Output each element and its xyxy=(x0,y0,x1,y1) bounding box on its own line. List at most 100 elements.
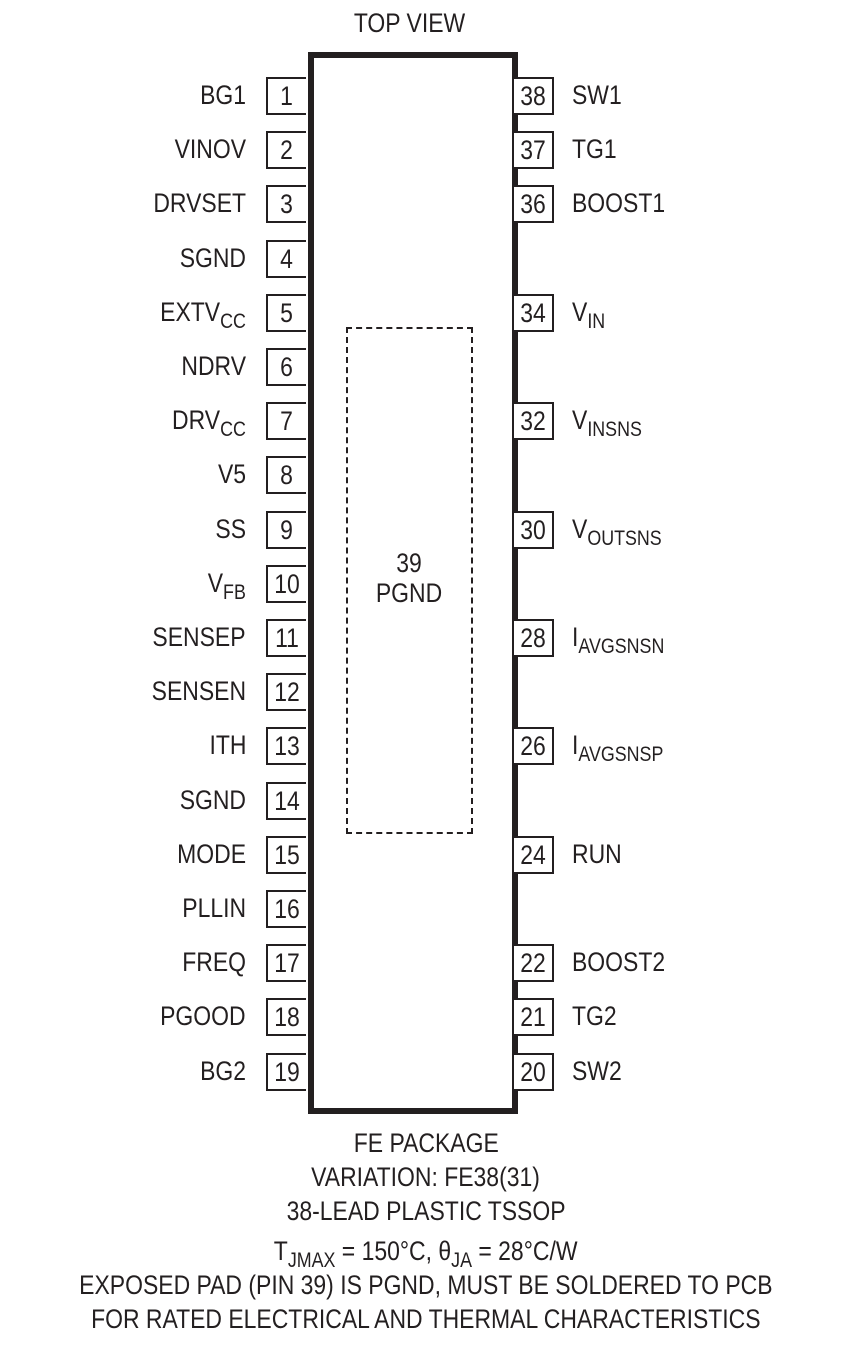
pin-name: VFB xyxy=(207,567,246,604)
package-notes: FE PACKAGE VARIATION: FE38(31) 38-LEAD P… xyxy=(0,1126,852,1336)
pin-number: 4 xyxy=(280,243,294,274)
pin-name: VIN xyxy=(572,296,606,333)
pin-name: BOOST1 xyxy=(572,188,666,219)
package-lead-type: 38-LEAD PLASTIC TSSOP xyxy=(286,1196,566,1226)
pin-name: SENSEP xyxy=(152,622,246,652)
pin-number-box: 3 xyxy=(266,185,306,224)
pin-number: 2 xyxy=(280,135,294,166)
exposed-pad-name: PGND xyxy=(376,578,443,608)
pin-number: 26 xyxy=(520,731,546,762)
exposed-pad-note-line2: FOR RATED ELECTRICAL AND THERMAL CHARACT… xyxy=(91,1304,761,1334)
pin-number-box: 21 xyxy=(514,998,554,1037)
pin-name: BG2 xyxy=(200,1055,246,1086)
pin-name: PGOOD xyxy=(160,1001,246,1032)
pin-number: 30 xyxy=(520,514,546,545)
pin-name: TG1 xyxy=(572,134,617,165)
pin-number: 36 xyxy=(520,189,546,220)
pin-name: DRVSET xyxy=(153,188,246,219)
pin-number-box: 1 xyxy=(266,77,306,115)
pin-number: 38 xyxy=(520,81,546,111)
pin-number-box: 17 xyxy=(266,944,306,983)
pin-number: 20 xyxy=(520,1056,546,1087)
pin-number: 11 xyxy=(275,623,299,653)
pin-number: 15 xyxy=(274,839,300,870)
pin-number-box: 28 xyxy=(514,619,554,657)
pin-number-box: 6 xyxy=(266,348,306,386)
pin-number-box: 14 xyxy=(266,781,306,820)
pin-number-box: 11 xyxy=(266,619,306,657)
pin-number: 14 xyxy=(274,785,300,816)
pin-name: V5 xyxy=(217,459,246,490)
pin-name: BG1 xyxy=(200,80,246,110)
pin-number-box: 13 xyxy=(266,727,306,766)
pin-number: 6 xyxy=(280,352,294,382)
pin-name: SGND xyxy=(179,784,246,815)
pin-number: 16 xyxy=(274,894,300,924)
pin-name: VOUTSNS xyxy=(572,513,662,550)
pin-name: PLLIN xyxy=(182,893,246,923)
pin-number: 5 xyxy=(280,297,294,328)
pin-number: 9 xyxy=(280,514,294,545)
pin-number-box: 38 xyxy=(514,77,554,115)
pin-name: SENSEN xyxy=(151,676,246,707)
pin-name: DRVCC xyxy=(172,405,246,442)
pin-number: 1 xyxy=(280,81,294,111)
view-title: TOP VIEW xyxy=(354,8,466,38)
pin-number: 34 xyxy=(520,297,546,328)
pin-number-box: 12 xyxy=(266,673,306,712)
pin-name: SGND xyxy=(179,242,246,273)
pin-number: 7 xyxy=(280,406,294,437)
pin-number: 8 xyxy=(280,460,294,491)
pin-number: 21 xyxy=(520,1002,546,1033)
pin-number-box: 16 xyxy=(266,890,306,928)
pin-number-box: 18 xyxy=(266,998,306,1037)
pin-number-box: 26 xyxy=(514,727,554,766)
exposed-pad-label: 39 PGND xyxy=(346,548,473,608)
pin-name: IAVGSNSN xyxy=(572,622,665,658)
pin-number: 17 xyxy=(274,948,300,979)
pin-number-box: 20 xyxy=(514,1052,554,1091)
pin-number: 22 xyxy=(520,948,546,979)
pin-number-box: 4 xyxy=(266,239,306,278)
pin-number-box: 37 xyxy=(514,131,554,170)
exposed-pad-outline xyxy=(346,327,473,834)
pin-number: 37 xyxy=(520,135,546,166)
pin-name: IAVGSNSP xyxy=(572,730,664,767)
thermal-spec: TJMAX = 150°C, θJA = 28°C/W xyxy=(274,1236,578,1272)
pin-number: 13 xyxy=(274,731,300,762)
pin-name: SW2 xyxy=(572,1055,622,1086)
pin-number-box: 10 xyxy=(266,564,306,603)
ic-package-body xyxy=(308,52,518,1114)
pin-name: ITH xyxy=(209,730,246,761)
pin-name: BOOST2 xyxy=(572,947,666,978)
pin-name: VINOV xyxy=(174,134,246,165)
pin-number-box: 2 xyxy=(266,131,306,170)
pin-name: NDRV xyxy=(181,351,246,381)
pin-number: 18 xyxy=(274,1002,300,1033)
package-name: FE PACKAGE xyxy=(353,1128,499,1158)
pin-number-box: 22 xyxy=(514,944,554,983)
pin-number: 24 xyxy=(520,839,546,870)
pin-name: FREQ xyxy=(182,947,246,978)
pin-number-box: 36 xyxy=(514,185,554,224)
pin-number-box: 32 xyxy=(514,402,554,441)
pin-number-box: 8 xyxy=(266,456,306,495)
pin-name: SS xyxy=(215,513,246,544)
pin-name: EXTVCC xyxy=(160,296,246,333)
exposed-pad-number: 39 xyxy=(396,548,423,578)
pin-number-box: 24 xyxy=(514,835,554,874)
package-variation: VARIATION: FE38(31) xyxy=(311,1162,541,1192)
pin-name: MODE xyxy=(177,838,246,869)
pin-number-box: 34 xyxy=(514,293,554,332)
pin-number: 32 xyxy=(520,406,546,437)
pin-number: 3 xyxy=(280,189,294,220)
pin-number-box: 9 xyxy=(266,510,306,549)
pin-number: 19 xyxy=(274,1056,300,1087)
pin-number-box: 15 xyxy=(266,835,306,874)
pin-name: RUN xyxy=(572,838,622,869)
pin-number: 12 xyxy=(274,677,300,708)
pin-number-box: 7 xyxy=(266,402,306,441)
pin-name: SW1 xyxy=(572,80,622,110)
pin-number-box: 5 xyxy=(266,293,306,332)
pin-name: TG2 xyxy=(572,1001,617,1032)
